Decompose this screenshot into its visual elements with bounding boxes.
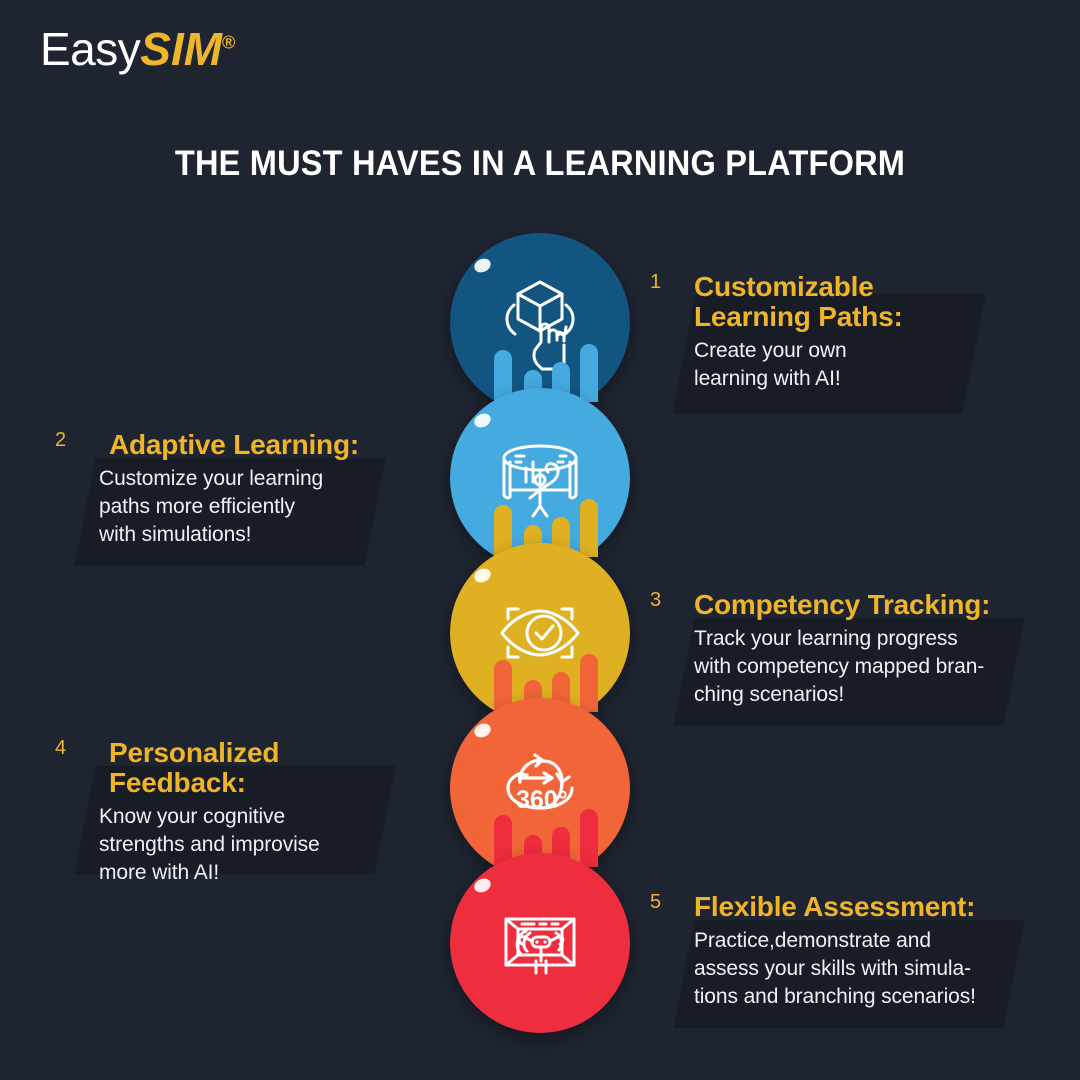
item-3-body: Track your learning progress with compet… xyxy=(694,625,1024,709)
item-5-body: Practice,demonstrate and assess your ski… xyxy=(694,927,1024,1011)
item-3-body-line-3: ching scenarios! xyxy=(694,682,845,706)
item-5-body-line-3: tions and branching scenarios! xyxy=(694,984,976,1008)
node-5[interactable] xyxy=(450,809,630,1033)
item-2-text-block: 2 Adaptive Learning: Customize your lear… xyxy=(55,430,399,566)
page-title: THE MUST HAVES IN A LEARNING PLATFORM xyxy=(174,144,906,183)
brand-logo: EasySIM® xyxy=(40,26,235,72)
item-4-body: Know your cognitive strengths and improv… xyxy=(99,803,419,887)
item-1-heading-line-1: Customizable xyxy=(694,271,874,302)
item-3-text-block: 3 Competency Tracking: Track your learni… xyxy=(650,590,1025,726)
item-5-heading: Flexible Assessment: xyxy=(694,892,1024,922)
registered-trademark-icon: ® xyxy=(222,32,235,53)
item-4-text-block: 4 Personalized Feedback: Know your cogni… xyxy=(55,738,419,887)
item-5-body-line-2: assess your skills with simula- xyxy=(694,956,971,980)
item-2-body-line-2: paths more efficiently xyxy=(99,494,295,518)
item-1-heading-line-2: Learning Paths: xyxy=(694,300,903,332)
item-4-body-line-2: strengths and improvise xyxy=(99,832,320,856)
item-4-body-line-3: more with AI! xyxy=(99,860,220,884)
item-3-body-line-2: with competency mapped bran- xyxy=(694,654,985,678)
eye-check-scan-icon xyxy=(450,543,630,723)
item-2-body-line-3: with simulations! xyxy=(99,522,252,546)
item-4-number: 4 xyxy=(55,737,67,759)
node-2[interactable] xyxy=(450,344,630,568)
item-4-heading: Personalized Feedback: xyxy=(109,738,419,798)
item-4-body-line-1: Know your cognitive xyxy=(99,804,286,828)
item-2-heading-line-1: Adaptive Learning: xyxy=(109,429,359,460)
item-1-heading: Customizable Learning Paths: xyxy=(694,272,994,332)
item-1-body-line-2: learning with AI! xyxy=(694,366,841,390)
item-3-heading: Competency Tracking: xyxy=(694,590,1024,620)
item-2-heading: Adaptive Learning: xyxy=(109,430,399,460)
node-3-drips xyxy=(450,497,630,557)
item-5-text-block: 5 Flexible Assessment: Practice,demonstr… xyxy=(650,892,1025,1028)
360-rotate-icon: 360° xyxy=(450,698,630,878)
vr-screen-person-icon xyxy=(450,853,630,1033)
item-3-body-line-1: Track your learning progress xyxy=(694,626,958,650)
brand-name-bold: SIM xyxy=(140,23,223,75)
item-5-heading-line-1: Flexible Assessment: xyxy=(694,891,976,922)
item-4-heading-line-1: Personalized Feedback: xyxy=(109,737,280,798)
item-3-number: 3 xyxy=(650,589,662,611)
item-1-body: Create your own learning with AI! xyxy=(694,337,994,393)
360-label: 360° xyxy=(516,786,568,814)
brand-name-light: Easy xyxy=(40,23,141,75)
item-2-body: Customize your learning paths more effic… xyxy=(99,465,399,549)
item-3-heading-line-1: Competency Tracking: xyxy=(694,589,991,620)
item-1-text-block: 1 Customizable Learning Paths: Create yo… xyxy=(650,272,994,414)
node-chain: 360° xyxy=(450,233,630,1043)
immersive-screen-person-icon xyxy=(450,388,630,568)
node-2-drips xyxy=(450,342,630,402)
item-1-number: 1 xyxy=(650,271,662,293)
item-2-number: 2 xyxy=(55,429,67,451)
item-1-body-line-1: Create your own xyxy=(694,338,847,362)
item-5-body-line-1: Practice,demonstrate and xyxy=(694,928,931,952)
item-5-number: 5 xyxy=(650,891,662,913)
item-2-body-line-1: Customize your learning xyxy=(99,466,324,490)
